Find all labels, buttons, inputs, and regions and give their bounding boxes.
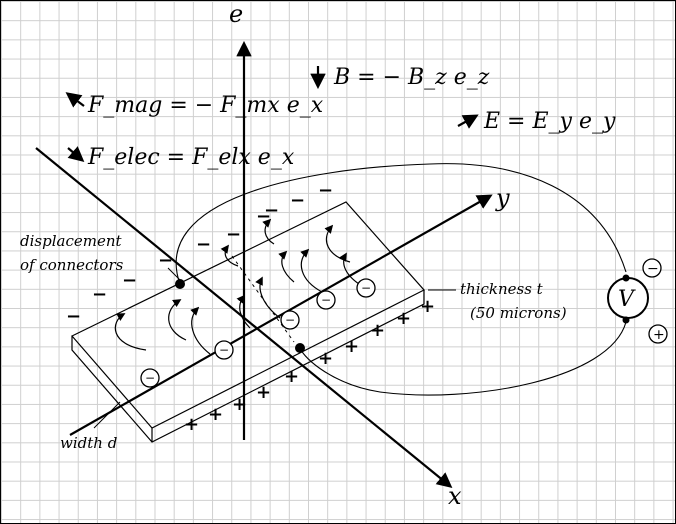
electron: − [356, 278, 376, 298]
positive-charges: + + + + + + + + + + [184, 296, 435, 435]
pos-sign: + [370, 320, 385, 341]
pos-sign: + [184, 414, 199, 435]
neg-sign: − [158, 250, 173, 271]
svg-text:−: − [361, 281, 371, 295]
pos-sign: + [232, 394, 247, 415]
pos-sign: + [284, 366, 299, 387]
pos-sign: + [396, 308, 411, 329]
svg-text:−: − [285, 313, 295, 327]
displacement-label-line1: displacement [20, 232, 122, 250]
voltmeter-minus-sign: − [647, 261, 659, 277]
electron-path [324, 224, 351, 263]
neg-sign: − [318, 180, 333, 201]
voltmeter-symbol: V [618, 287, 636, 312]
electron: − [214, 340, 234, 360]
neg-sign: − [196, 234, 211, 255]
f-elec-arrow [67, 146, 85, 163]
b-field-equation: B = − B_z e_z [333, 65, 490, 90]
pos-sign: + [318, 348, 333, 369]
electron-path [278, 250, 295, 283]
slab-top-face [71, 201, 425, 429]
pos-sign: + [420, 296, 435, 317]
thickness-label-line1: thickness t [460, 280, 544, 298]
electrons: − − − − − [140, 278, 376, 388]
y-axis-label: y [495, 184, 510, 212]
svg-text:−: − [321, 293, 331, 307]
electron-path [220, 244, 239, 267]
axes [35, 40, 493, 488]
e-field-arrow [457, 114, 479, 129]
f-mag-arrow [65, 92, 85, 108]
displacement-label-line2: of connectors [20, 256, 124, 274]
x-axis-label: x [448, 482, 462, 510]
f-mag-equation: F_mag = − F_mx e_x [87, 93, 324, 118]
svg-text:−: − [219, 343, 229, 357]
svg-text:−: − [145, 371, 155, 385]
electron: − [280, 310, 300, 330]
electron-path [190, 306, 211, 355]
electron: − [140, 368, 160, 388]
negative-charges: − − − − − − − − − − [66, 180, 333, 327]
voltmeter: V − + [607, 258, 668, 344]
neg-sign: − [290, 190, 305, 211]
f-elec-equation: F_elec = F_elx e_x [87, 145, 295, 170]
pos-sign: + [344, 336, 359, 357]
voltmeter-terminal-minus [622, 274, 630, 282]
neg-sign: − [92, 284, 107, 305]
thickness-label-line2: (50 microns) [470, 304, 567, 322]
slab-front-edge [71, 290, 425, 443]
connector-dot-bottom [295, 343, 305, 353]
z-axis-label: e [229, 0, 243, 28]
y-axis-line [69, 194, 493, 436]
electron-path [255, 276, 281, 319]
neg-sign: − [226, 224, 241, 245]
width-label: width d [60, 434, 117, 452]
electron-path [262, 218, 275, 245]
neg-sign: − [66, 306, 81, 327]
electron-path [236, 294, 251, 329]
electron-path [114, 313, 147, 351]
x-axis-line [35, 147, 453, 488]
e-field-equation: E = E_y e_y [483, 109, 616, 134]
pos-sign: + [256, 382, 271, 403]
displacement-pointer [167, 267, 183, 283]
electron-path [168, 299, 187, 341]
voltmeter-plus-circle [648, 324, 668, 344]
wire-loop [175, 163, 627, 396]
width-pointer [93, 401, 121, 429]
pos-sign: + [208, 404, 223, 425]
conductor-slab [71, 201, 425, 443]
voltmeter-terminal-plus [622, 316, 630, 324]
neg-sign: − [122, 270, 137, 291]
voltmeter-minus-circle [642, 258, 662, 278]
electron-path [300, 248, 323, 293]
neg-sign: − [264, 200, 279, 221]
field-arrows [65, 66, 479, 163]
electron: − [316, 290, 336, 310]
voltmeter-plus-sign: + [653, 327, 665, 343]
connector-dot-top [175, 279, 185, 289]
